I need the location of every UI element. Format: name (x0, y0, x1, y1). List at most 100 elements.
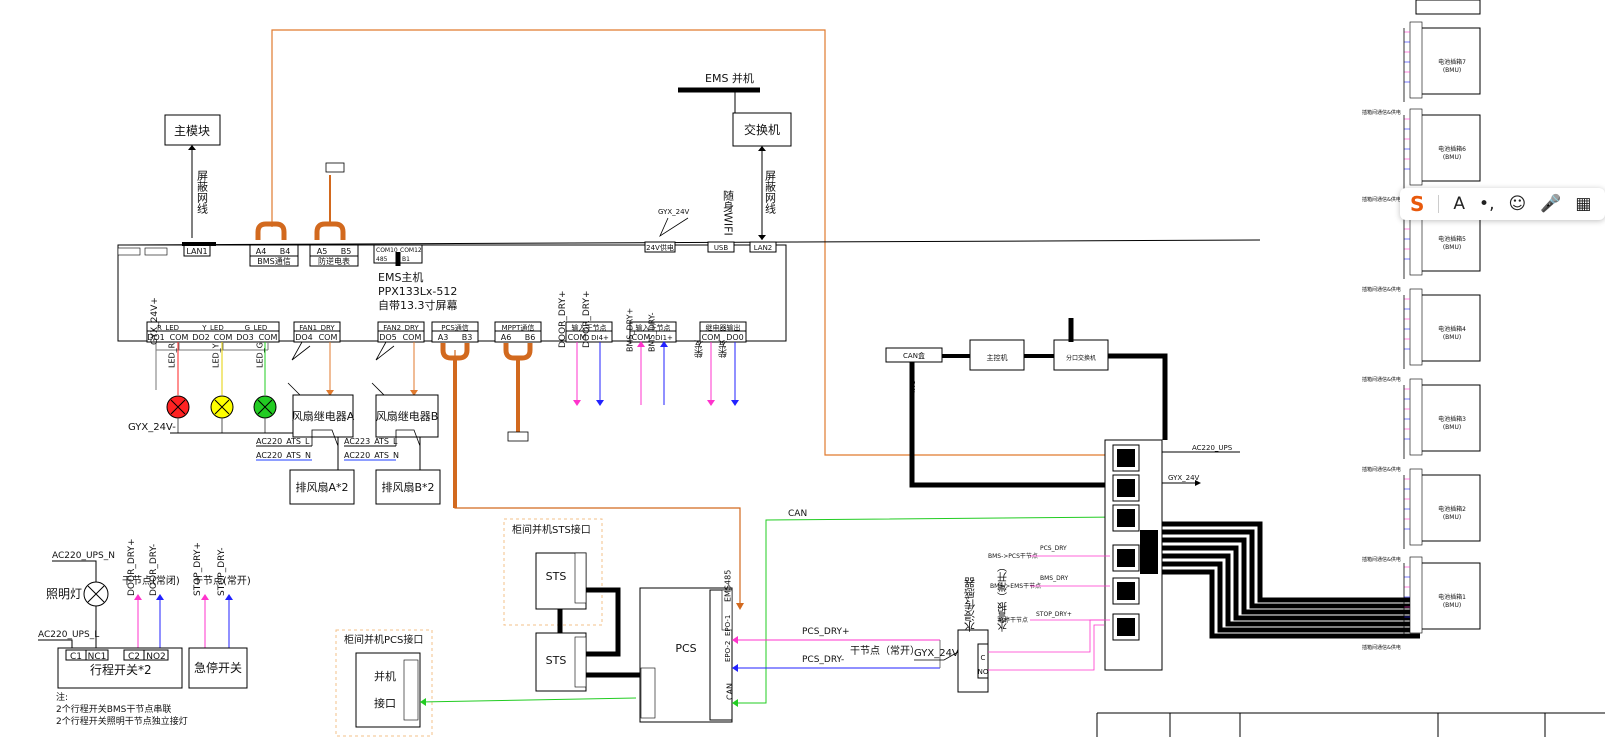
com-pin-3: COM (259, 333, 278, 342)
no2-terminal: NO2 (146, 652, 166, 662)
bmu-column: 电池插箱7(BMU)插箱间通信&供电电池插箱6(BMU)插箱间通信&供电电池插箱… (1362, 0, 1481, 651)
bmu-sublabel-7: (BMU) (1443, 602, 1461, 609)
sts-interface: 柜间并机STS接口 STS STS (503, 518, 640, 692)
wifi-label: 随身WIFI (722, 189, 735, 236)
r-led-port: R_LED (157, 324, 179, 332)
ems-parallel-label: EMS 并机 (705, 71, 754, 85)
bmu-box-1 (1415, 27, 1481, 95)
com-pin-2: COM (214, 333, 233, 342)
punctuation-icon[interactable]: •, (1479, 194, 1495, 214)
bms-dry-1-label: BMS_DRY+ (626, 308, 635, 352)
bms-orange-wire (271, 29, 1140, 456)
do0-pin: DO0 (726, 333, 744, 342)
can-box-label: CAN盒 (903, 351, 925, 360)
bms-pcs-label: BMS->PCS干节点 (988, 552, 1038, 560)
fan-relays: 风扇继电器A 风扇继电器B AC220_ATS_L AC220_ATS_N 排风… (256, 341, 441, 505)
ac-ups-l-label: AC220_UPS_L (38, 630, 99, 640)
bms-a-port: A4 (256, 247, 267, 256)
nc1-terminal: NC1 (88, 652, 107, 662)
ime-logo-icon[interactable]: S (1410, 192, 1425, 216)
do5-pin: DO5 (379, 333, 397, 342)
pcs-dry-no-label: 干节点（常开） (850, 644, 920, 657)
stop-note-label: 急停干节点 (998, 616, 1028, 624)
bmu-comm-label-5: 插箱间通信&供电 (1362, 466, 1401, 473)
sub-switch-label: 分口交换机 (1066, 354, 1096, 362)
bmu-box-6 (1415, 474, 1481, 542)
bmu-sublabel-2: (BMU) (1443, 154, 1461, 161)
pcs-comm-port: PCS通信 (441, 323, 469, 332)
fan2-port: FAN2_DRY (383, 324, 419, 332)
dry-contact-lines: DOOR_DRY+ DOOR_DRY+ BMS_DRY+ BMS_DRY- 柴发… (558, 291, 739, 406)
light-label: 照明灯 (46, 587, 82, 601)
bmu-box-2 (1415, 114, 1481, 182)
led-g-label: LED_G (256, 342, 265, 368)
note-line-1: 2个行程开关BMS干节点串联 (56, 703, 171, 715)
interface-label: 接口 (374, 697, 396, 710)
floating-toolbar: S A •, ☺ 🎤 ▦ (1400, 188, 1605, 220)
switch-group: EMS 并机 交换机 屏蔽网线 随身WIFI (678, 71, 792, 240)
bmu-box-partial (1415, 0, 1481, 15)
door-dry-minus-label: DOOR_DRY- (149, 544, 159, 596)
bmu-label-1: 电池插箱7 (1438, 58, 1466, 66)
bms-dry-right-label: BMS_DRY (1040, 575, 1069, 582)
note-title: 注: (56, 691, 68, 703)
b6-pin: B6 (525, 333, 536, 342)
gyx24-right-label: GYX_24V (1168, 474, 1200, 482)
ac-l-b-label: AC223_ATS_L (344, 437, 398, 446)
water-sensor-label: 水浸传感器 (964, 576, 977, 632)
door-dry-plus-label: DOOR_DRY+ (127, 539, 137, 597)
toolbar-divider (1438, 195, 1440, 213)
bmu-box-4 (1415, 294, 1481, 362)
title-block (1096, 712, 1605, 737)
bmu-terminal-strip-7 (1409, 556, 1423, 634)
ems-title-1: EMS主机 (378, 270, 423, 284)
relay-output-port: 继电器输出 (706, 323, 741, 332)
water-alarm-label: 水警报（常开） (998, 562, 1010, 632)
bmu-comm-label-3: 插箱间通信&供电 (1362, 286, 1401, 293)
fan-relay-b-label: 风扇继电器B (376, 409, 439, 423)
water-sensor: 水浸传感器 C NO 水警报（常开） (957, 562, 1104, 693)
ems-dry-label: BMS->EMS干节点 (990, 582, 1041, 590)
bmu-terminal-strip-2 (1409, 108, 1423, 186)
can-label: CAN (788, 509, 807, 519)
grid-icon[interactable]: ▦ (1575, 194, 1592, 214)
bmu-terminal-strip-6 (1409, 468, 1423, 546)
parallel-label: 并机 (374, 669, 396, 683)
di4-pin: DI4+ (591, 334, 609, 342)
gyx24-plus-label: GYX_24V+ (150, 297, 160, 345)
pcs-label: PCS (675, 642, 696, 655)
font-icon[interactable]: A (1453, 194, 1466, 214)
bmu-terminal-strip-5 (1409, 378, 1423, 456)
note-line-2: 2个行程开关照明干节点独立接灯 (56, 715, 188, 727)
bmu-terminal-strip-4 (1409, 288, 1423, 366)
bmu-sublabel-3: (BMU) (1443, 244, 1461, 251)
terminal-block (1104, 439, 1163, 671)
bmu-sublabel-6: (BMU) (1443, 514, 1461, 521)
bmu-sublabel-4: (BMU) (1443, 334, 1461, 341)
bmu-box-7 (1415, 562, 1481, 630)
ems-host-box: LAN1 A4 B4 BMS通信 A5 B5 防逆电表 COM10 COM12 … (117, 208, 1261, 343)
emoji-icon[interactable]: ☺ (1508, 194, 1527, 214)
bmu-sublabel-5: (BMU) (1443, 424, 1461, 431)
g-led-port: G_LED (245, 324, 268, 332)
microphone-icon[interactable]: 🎤 (1540, 194, 1562, 214)
bmu-label-5: 电池插箱3 (1438, 415, 1466, 423)
pcs-orange-wire (454, 350, 741, 608)
dry-nc-label: 干节点(常闭) (122, 574, 180, 587)
lan2-port: LAN2 (754, 244, 773, 252)
stop-dry-right-label: STOP_DRY+ (1036, 611, 1072, 618)
do1-pin: DO1 (147, 333, 165, 342)
ems-title-3: 自带13.3寸屏幕 (378, 298, 458, 312)
bmu-comm-label-4: 插箱间通信&供电 (1362, 376, 1401, 383)
ac220-ups-label: AC220_UPS (1192, 444, 1233, 452)
main-module-label: 主模块 (174, 124, 210, 138)
com-pin-7: COM (632, 333, 651, 342)
fan-b-label: 排风扇B*2 (381, 480, 434, 494)
pcs-interface: 柜间并机PCS接口 并机 接口 (335, 629, 637, 737)
led-r-label: LED_R (168, 342, 177, 368)
a3-pin: A3 (438, 333, 449, 342)
door-dry-2-label: DOOR_DRY+ (582, 291, 592, 349)
host-label: 主控机 (987, 353, 1008, 362)
fan1-port: FAN1_DRY (299, 324, 335, 332)
pcs-dry-right-label: PCS_DRY (1040, 545, 1067, 552)
